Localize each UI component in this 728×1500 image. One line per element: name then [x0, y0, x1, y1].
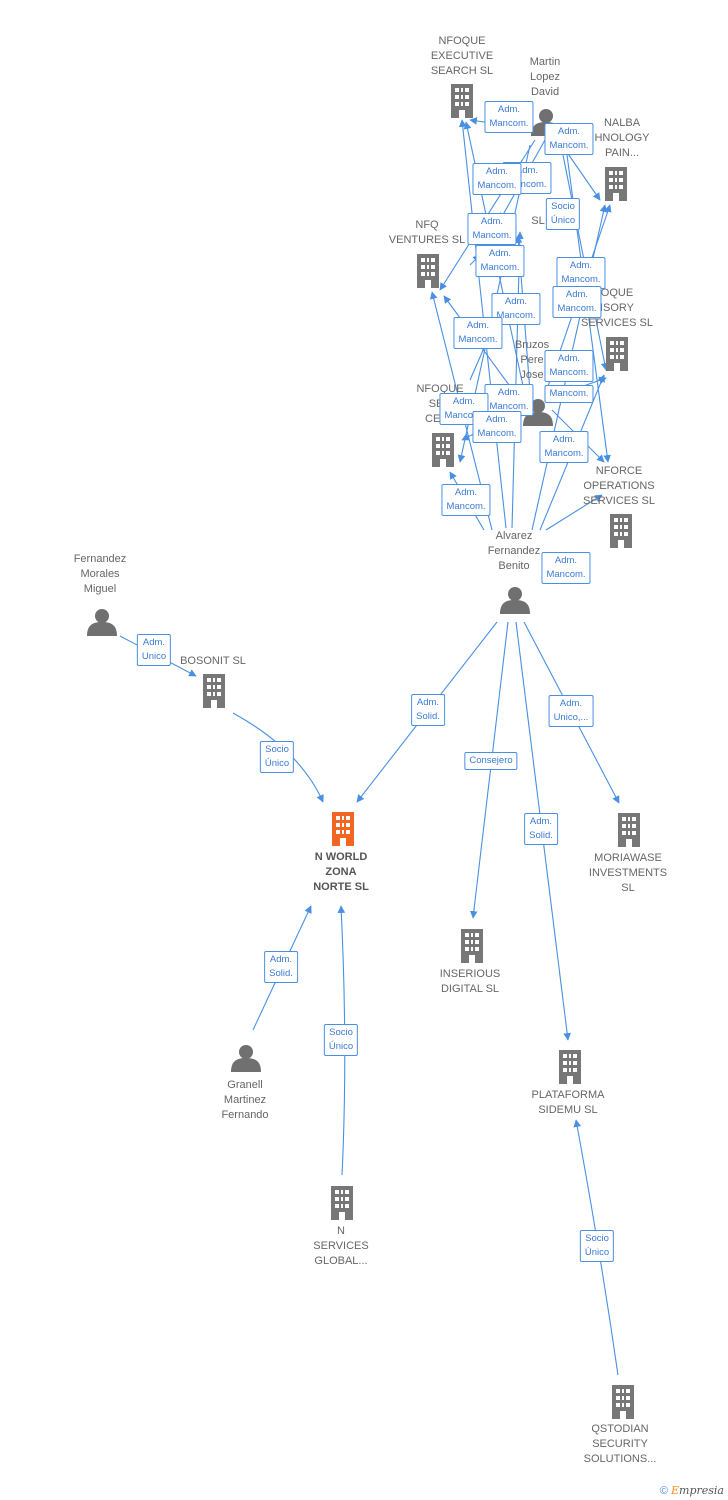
node-label-alvarez[interactable]: Alvarez Fernandez Benito	[487, 530, 541, 572]
node-label-martin[interactable]: Martin Lopez David	[529, 56, 561, 98]
edge-label[interactable]: Socio Único	[579, 1230, 615, 1262]
edge-alvarez-inserious	[469, 621, 509, 919]
person-icon-alvarez[interactable]	[500, 587, 530, 614]
edge-label[interactable]: Socio Único	[323, 1024, 359, 1056]
brand-rest: mpresia	[679, 1484, 724, 1497]
building-icon-nforce[interactable]	[610, 514, 632, 548]
node-label-fernandez[interactable]: Fernandez Morales Miguel	[73, 553, 127, 595]
edge-label[interactable]: Adm. Unico,...	[548, 695, 594, 727]
edge-label[interactable]: Adm. Mancom.	[484, 384, 534, 416]
node-label-nworld[interactable]: N WORLD ZONA NORTE SL	[313, 851, 369, 893]
building-icon-nworld[interactable]	[332, 812, 354, 846]
building-icon-nfq[interactable]	[417, 254, 439, 288]
person-icon-granell[interactable]	[231, 1045, 261, 1072]
edge-martin-advisory	[559, 139, 609, 371]
edge-label[interactable]: Adm. Unico	[136, 634, 172, 666]
edge-label[interactable]: Adm. Solid.	[411, 694, 445, 726]
edge-label[interactable]: Mancom.	[544, 385, 594, 403]
node-label-inserious[interactable]: INSERIOUS DIGITAL SL	[439, 968, 501, 995]
node-label-nservices[interactable]: N SERVICES GLOBAL...	[313, 1225, 369, 1267]
node-label-nfoque-exec[interactable]: NFOQUE EXECUTIVE SEARCH SL	[430, 35, 494, 77]
edge-label[interactable]: Adm. Mancom.	[539, 431, 589, 463]
node-label-nalba[interactable]: NALBA HNOLOGY PAIN...	[594, 117, 650, 159]
edge-label[interactable]: Adm. Mancom.	[541, 552, 591, 584]
copyright-symbol: ©	[659, 1485, 668, 1497]
edge-alvarez-sl-mid	[511, 231, 524, 529]
person-icon-fernandez[interactable]	[87, 609, 117, 636]
edge-label[interactable]: Socio Único	[545, 198, 581, 230]
edge-label[interactable]: Adm. Solid.	[524, 813, 558, 845]
node-label-bruzos[interactable]: Bruzos Pere Jose	[514, 339, 550, 381]
edge-label[interactable]: Adm. Mancom.	[544, 123, 594, 155]
edge-label[interactable]: Adm. Mancom.	[484, 101, 534, 133]
node-label-qstodian[interactable]: QSTODIAN SECURITY SOLUTIONS...	[583, 1423, 657, 1465]
building-icon-nfoque-exec[interactable]	[451, 84, 473, 118]
footer-brand: © Empresia	[660, 1484, 724, 1497]
edge-label[interactable]: Adm. Mancom.	[472, 411, 522, 443]
node-label-advisory[interactable]: OQUE ISORY SERVICES SL	[581, 287, 653, 329]
building-icon-moriawase[interactable]	[618, 813, 640, 847]
edge-label[interactable]: Adm. Mancom.	[453, 317, 503, 349]
building-icon-qstodian[interactable]	[612, 1385, 634, 1419]
node-label-nforce[interactable]: NFORCE OPERATIONS SERVICES SL	[583, 465, 655, 507]
edge-label[interactable]: Adm. Mancom.	[475, 245, 525, 277]
node-label-sl-mid[interactable]: SL	[531, 215, 545, 227]
node-label-granell[interactable]: Granell Martinez Fernando	[221, 1079, 269, 1121]
edge-label[interactable]: Adm. Mancom.	[472, 163, 522, 195]
edge-label[interactable]: Adm. Mancom.	[441, 484, 491, 516]
node-label-nfq[interactable]: NFQ VENTURES SL	[388, 219, 466, 246]
building-icon-bosonit[interactable]	[203, 674, 225, 708]
brand-logo: Empresia	[671, 1484, 724, 1497]
node-label-plataforma[interactable]: PLATAFORMA SIDEMU SL	[531, 1089, 605, 1116]
edge-label[interactable]: Adm. Mancom.	[556, 257, 606, 289]
edge-label[interactable]: Adm. Mancom.	[552, 286, 602, 318]
building-icon-plataforma[interactable]	[559, 1050, 581, 1084]
edge-label[interactable]: Adm. Mancom.	[544, 350, 594, 382]
building-icon-inserious[interactable]	[461, 929, 483, 963]
brand-first-letter: E	[671, 1484, 680, 1497]
building-icon-nservices[interactable]	[331, 1186, 353, 1220]
building-icon-nfoque-serv[interactable]	[432, 433, 454, 467]
edge-label[interactable]: Adm. Solid.	[264, 951, 298, 983]
edge-alvarez-nforce	[545, 494, 603, 531]
edge-label[interactable]: Consejero	[464, 752, 518, 770]
building-icon-advisory[interactable]	[606, 337, 628, 371]
node-label-moriawase[interactable]: MORIAWASE INVESTMENTS SL	[588, 852, 668, 894]
building-icon-nalba[interactable]	[605, 167, 627, 201]
edge-label[interactable]: Socio Único	[259, 741, 295, 773]
node-label-bosonit[interactable]: BOSONIT SL	[180, 655, 246, 667]
edge-label[interactable]: Adm. Mancom.	[467, 213, 517, 245]
